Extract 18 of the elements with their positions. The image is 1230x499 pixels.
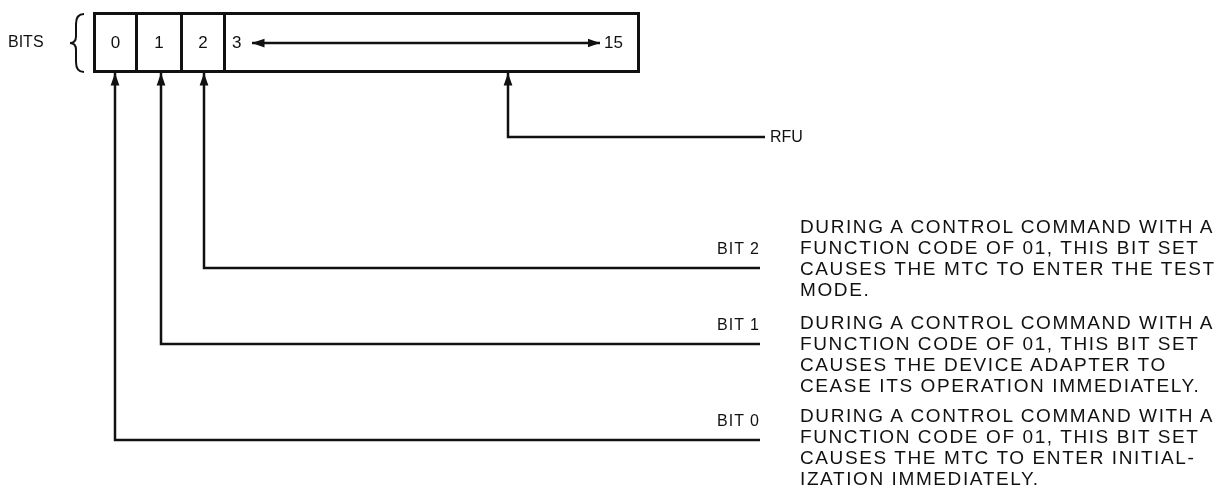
bit-cell: 0 [93, 12, 138, 73]
bit-cell: 1 [135, 12, 183, 73]
bit-label: BIT 0 [690, 412, 760, 440]
leader-arrow [110, 73, 760, 442]
bit-label: BIT 2 [690, 240, 760, 268]
bit-number: 3 [232, 32, 242, 53]
bit-description: DURING A CONTROL COMMAND WITH A FUNCTION CODE OF 01, THIS BIT SET CAUSES THE DEVICE ADAPTER TO CEASE ITS OPERATION IMMEDIATELY. [800, 312, 1215, 396]
bit-range-cell [223, 12, 640, 73]
bit-number: 15 [604, 32, 623, 53]
leader-arrow [156, 73, 760, 346]
bit-label: BIT 1 [690, 316, 760, 344]
bit-cell: 2 [180, 12, 226, 73]
leader-arrow [503, 73, 765, 139]
rfu-text: RFU [765, 127, 810, 147]
bits-label: BITS [8, 33, 44, 51]
bit-description: DURING A CONTROL COMMAND WITH A FUNCTION CODE OF 01, THIS BIT SET CAUSES THE MTC TO ENTER THE TEST MODE. [800, 216, 1217, 300]
bit-description: DURING A CONTROL COMMAND WITH A FUNCTION CODE OF 01, THIS BIT SET CAUSES THE MTC TO ENTER INITIAL- IZATION IMMEDIATELY. [800, 405, 1215, 489]
leader-arrow [199, 73, 760, 270]
